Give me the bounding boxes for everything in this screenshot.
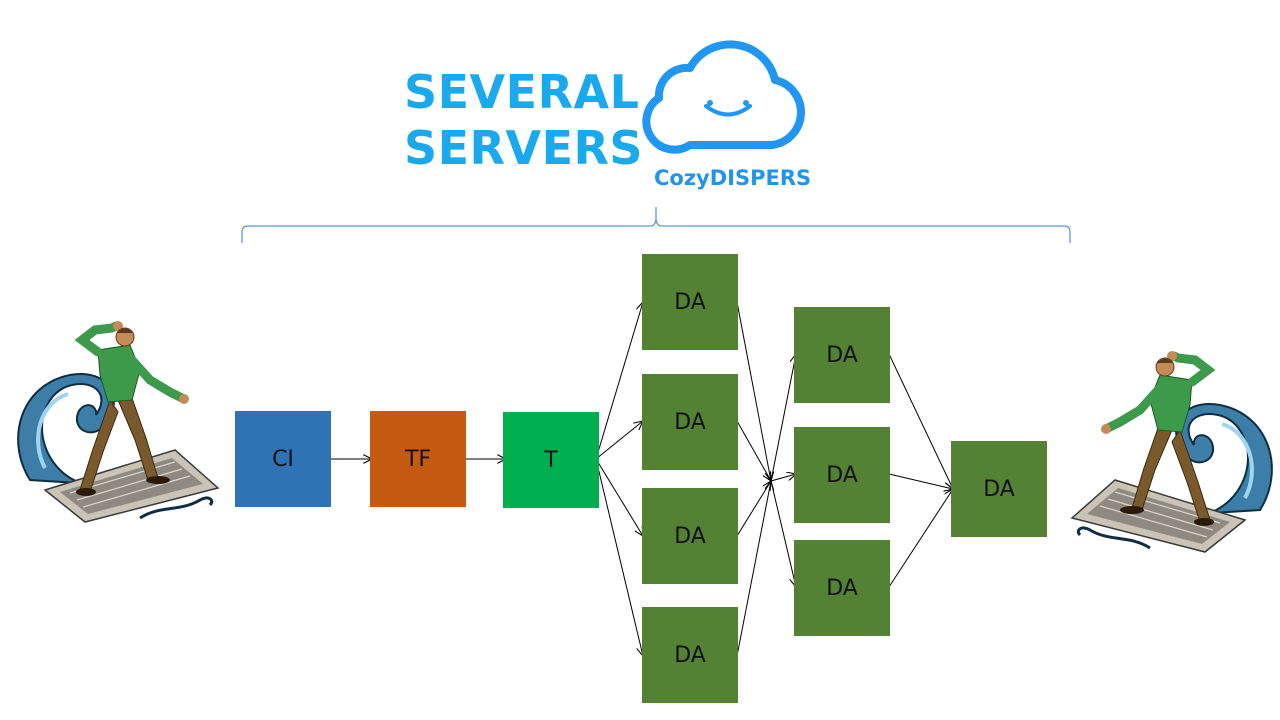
arrow-da1-merge: [736, 301, 771, 481]
node-tf-label: TF: [404, 446, 432, 472]
arrow-da6-final: [888, 473, 953, 489]
node-da-label: DA: [826, 575, 858, 601]
arrow-merge-da5: [770, 354, 796, 482]
arrow-da3-merge: [736, 481, 771, 537]
node-da-label: DA: [674, 523, 706, 549]
arrow-merge-da7: [770, 480, 796, 587]
arrow-da7-final: [888, 489, 953, 588]
node-da-label: DA: [674, 289, 706, 315]
node-tf: TF: [370, 411, 466, 507]
node-da-label: DA: [674, 409, 706, 435]
arrow-da5-final: [888, 353, 953, 489]
node-ci-label: CI: [272, 446, 294, 472]
arrow-t-da4: [595, 458, 643, 656]
arrow-t-da2: [595, 421, 643, 460]
arrow-merge-da6: [770, 474, 796, 482]
node-da-label: DA: [983, 476, 1015, 502]
arrow-da2-merge: [736, 420, 771, 481]
node-da-label: DA: [674, 642, 706, 668]
node-t-label: T: [544, 447, 558, 473]
node-da: DA: [794, 307, 890, 403]
keyboard-surfer-icon-right: [1070, 351, 1273, 553]
node-da: DA: [642, 488, 738, 584]
node-da: DA: [794, 540, 890, 636]
node-t: T: [503, 412, 599, 508]
arrow-da4-merge: [736, 481, 771, 657]
node-da: DA: [794, 427, 890, 523]
node-da-label: DA: [826, 342, 858, 368]
logo-name: CozyDISPERS: [654, 166, 812, 190]
node-da-final: DA: [951, 441, 1047, 537]
node-da: DA: [642, 254, 738, 350]
arrow-t-da1: [595, 302, 643, 460]
page-title: SEVERAL SERVERS: [404, 64, 643, 176]
title-line-1: SEVERAL: [404, 65, 640, 119]
node-da-label: DA: [826, 462, 858, 488]
node-ci: CI: [235, 411, 331, 507]
node-da: DA: [642, 607, 738, 703]
arrow-t-da3: [595, 458, 643, 536]
node-da: DA: [642, 374, 738, 470]
keyboard-surfer-icon-left: [17, 321, 220, 523]
title-line-2: SERVERS: [404, 121, 644, 175]
